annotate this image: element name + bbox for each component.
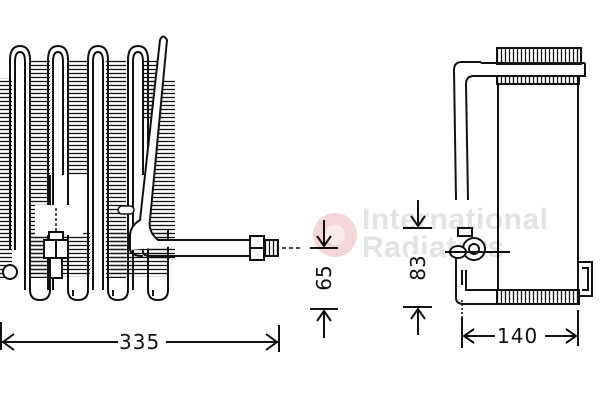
dimension-label-width: 335 — [119, 330, 161, 354]
dimension-140 — [461, 310, 579, 348]
dimension-label-pipe-height: 65 — [312, 264, 336, 292]
side-view — [445, 47, 593, 318]
dimension-label-depth: 140 — [497, 324, 539, 348]
watermark-line1: International — [362, 203, 549, 236]
dimension-335 — [0, 322, 280, 352]
dimension-65 — [310, 220, 338, 338]
front-view — [0, 35, 300, 302]
dimension-83 — [403, 200, 432, 335]
dimension-label-fitting-height: 83 — [406, 254, 430, 282]
